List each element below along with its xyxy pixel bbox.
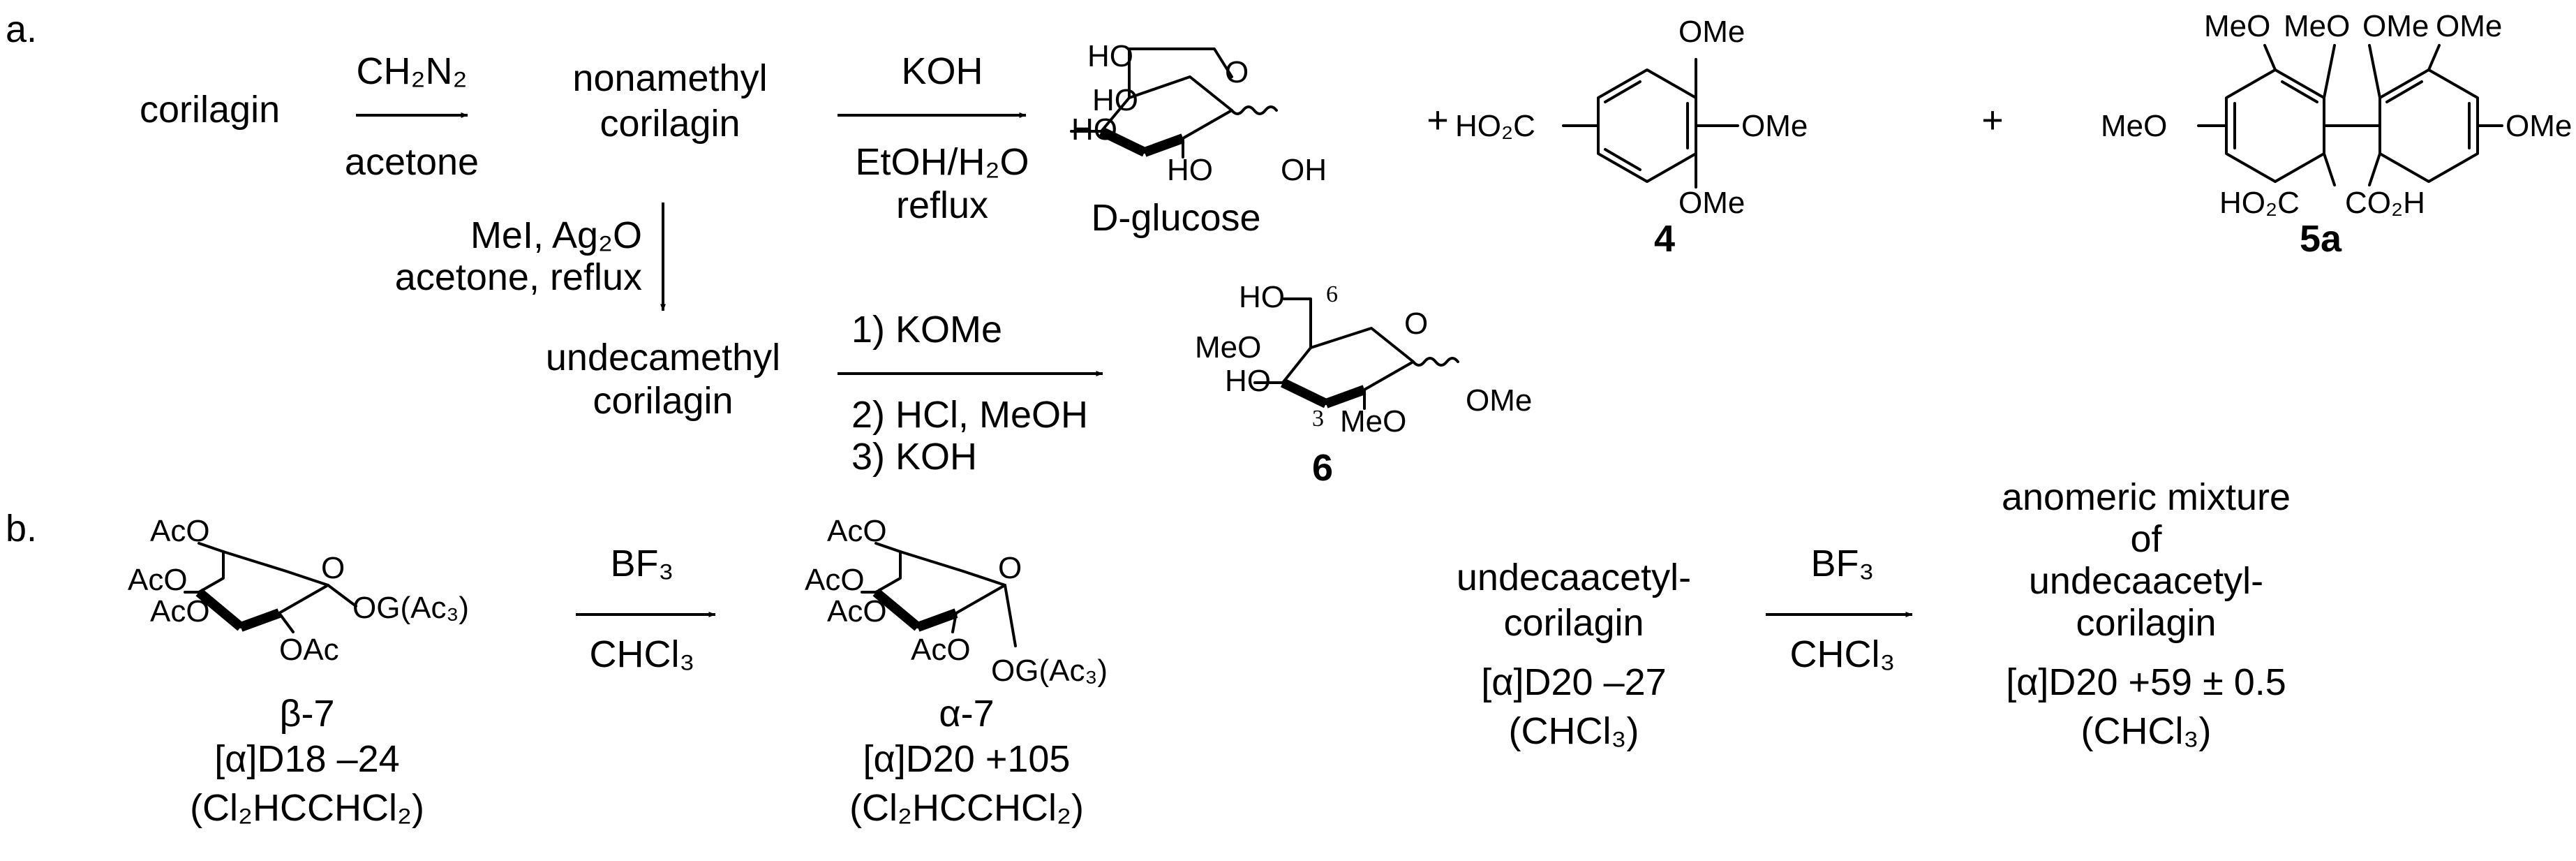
step-koh: 3) KOH: [851, 436, 977, 478]
acetone-reflux-condition: acetone, reflux: [395, 256, 642, 298]
panel-b-label: b.: [6, 508, 37, 550]
compound-4-label: 4: [1654, 218, 1675, 260]
d-glucose-label: D-glucose: [1091, 197, 1260, 239]
chcl3-solvent-2: CHCl₃: [1790, 633, 1896, 675]
compound-6-label: 6: [1312, 447, 1333, 489]
undecaacetyl-solvent: (CHCl₃): [1509, 710, 1639, 752]
alpha7-aco3: AcO: [827, 594, 887, 628]
mixture-line4: corilagin: [2076, 602, 2216, 644]
compound-5a-structure: MeO MeO OMe OMe MeO OMe HO₂C CO₂H: [2101, 9, 2572, 220]
glucose-oh1: OH: [1281, 153, 1327, 187]
cmpd5a-meo-5: MeO: [2101, 109, 2167, 143]
beta7-aco3: AcO: [150, 594, 210, 628]
step-hcl-meoh: 2) HCl, MeOH: [851, 394, 1088, 436]
plus-sign-1: +: [1427, 99, 1449, 141]
alpha-7-rotation: [α]D20 +105: [863, 738, 1071, 780]
alpha-7-label: α-7: [939, 693, 994, 735]
cmpd5a-meo-1: MeO: [2204, 9, 2270, 43]
beta-7-rotation: [α]D18 –24: [214, 738, 399, 780]
cmpd6-ring-o: O: [1404, 307, 1428, 341]
glucose-oh3: HO: [1071, 112, 1117, 147]
glucose-oh6: HO: [1087, 39, 1133, 73]
beta7-aco6: AcO: [150, 514, 210, 548]
cmpd4-ome-bottom: OMe: [1678, 186, 1745, 220]
cmpd4-carboxyl: HO₂C: [1455, 109, 1535, 143]
beta-7-structure: AcO O AcO AcO OG(Ac₃) OAc: [128, 514, 469, 667]
plus-sign-2: +: [1981, 99, 2004, 141]
mixture-rotation: [α]D20 +59 ± 0.5: [2006, 661, 2286, 703]
diazomethane-reagent: CH₂N₂: [357, 50, 468, 92]
panel-a-label: a.: [6, 8, 37, 50]
ethanol-water-solvent: EtOH/H₂O: [856, 141, 1029, 183]
acetone-solvent: acetone: [345, 141, 479, 183]
mixture-line2: of: [2130, 518, 2162, 560]
cmpd5a-carboxyl-left: HO₂C: [2219, 186, 2300, 220]
step-komethod: 1) KOMe: [851, 309, 1002, 351]
mixture-solvent: (CHCl₃): [2081, 710, 2212, 752]
cmpd6-meo2: MeO: [1340, 404, 1406, 439]
beta-7-solvent: (Cl₂HCCHCl₂): [190, 787, 424, 829]
cmpd6-position-6: 6: [1326, 281, 1338, 307]
compound-4-structure: HO₂C OMe OMe OMe: [1455, 15, 1808, 220]
cmpd4-ome-top: OMe: [1678, 15, 1745, 49]
cmpd6-oh3: HO: [1225, 364, 1271, 398]
beta7-aco4: AcO: [128, 563, 188, 597]
corilagin-label: corilagin: [140, 89, 280, 131]
chcl3-solvent-1: CHCl₃: [590, 633, 695, 675]
undecaacetyl-line2: corilagin: [1503, 602, 1644, 644]
undecamethyl-line1: undecamethyl: [546, 337, 780, 378]
beta7-oac2: OAc: [279, 633, 339, 667]
compound-6-structure: HO 6 O MeO HO 3 MeO OMe: [1195, 280, 1532, 439]
alpha7-ring-o: O: [998, 551, 1022, 585]
mixture-line3: undecaacetyl-: [2029, 560, 2263, 602]
mixture-line1: anomeric mixture: [2002, 476, 2291, 518]
undecaacetyl-line1: undecaacetyl-: [1457, 557, 1691, 598]
undecamethyl-line2: corilagin: [593, 380, 733, 422]
glucose-oh4: HO: [1092, 83, 1138, 117]
compound-5a-label: 5a: [2300, 218, 2342, 260]
cmpd6-position-3: 3: [1312, 406, 1324, 432]
alpha7-aco4: AcO: [805, 563, 865, 597]
undecaacetyl-rotation: [α]D20 –27: [1481, 661, 1666, 703]
bf3-reagent-1: BF₃: [611, 543, 674, 584]
cmpd6-ome1: OMe: [1466, 383, 1532, 418]
nonamethyl-line1: nonamethyl: [572, 57, 767, 99]
beta7-og: OG(Ac₃): [352, 591, 469, 625]
glucose-oh2: HO: [1167, 153, 1213, 187]
cmpd6-meo4: MeO: [1195, 330, 1261, 365]
alpha7-aco6: AcO: [827, 514, 887, 548]
d-glucose-structure: HO O HO HO HO OH: [1070, 39, 1327, 187]
alpha7-og: OG(Ac₃): [991, 654, 1108, 688]
alpha-7-structure: AcO O AcO AcO AcO OG(Ac₃): [805, 514, 1108, 688]
bf3-reagent-2: BF₃: [1811, 543, 1875, 584]
mei-ag2o-reagent: MeI, Ag₂O: [470, 214, 642, 256]
cmpd4-ome-mid: OMe: [1741, 109, 1808, 143]
beta-7-label: β-7: [279, 693, 334, 735]
nonamethyl-line2: corilagin: [600, 103, 740, 145]
alpha-7-solvent: (Cl₂HCCHCl₂): [849, 787, 1084, 829]
koh-reagent: KOH: [901, 50, 983, 92]
cmpd5a-ome-6: OMe: [2506, 109, 2572, 143]
cmpd5a-ome-3: OMe: [2362, 9, 2429, 43]
reflux-condition: reflux: [896, 184, 988, 226]
alpha7-aco2: AcO: [911, 633, 971, 667]
cmpd5a-carboxyl-right: CO₂H: [2345, 186, 2425, 220]
cmpd6-oh6: HO: [1239, 280, 1285, 314]
cmpd5a-meo-2: MeO: [2284, 9, 2350, 43]
glucose-ring-o: O: [1225, 55, 1249, 89]
cmpd5a-ome-4: OMe: [2436, 9, 2502, 43]
beta7-ring-o: O: [321, 551, 345, 585]
